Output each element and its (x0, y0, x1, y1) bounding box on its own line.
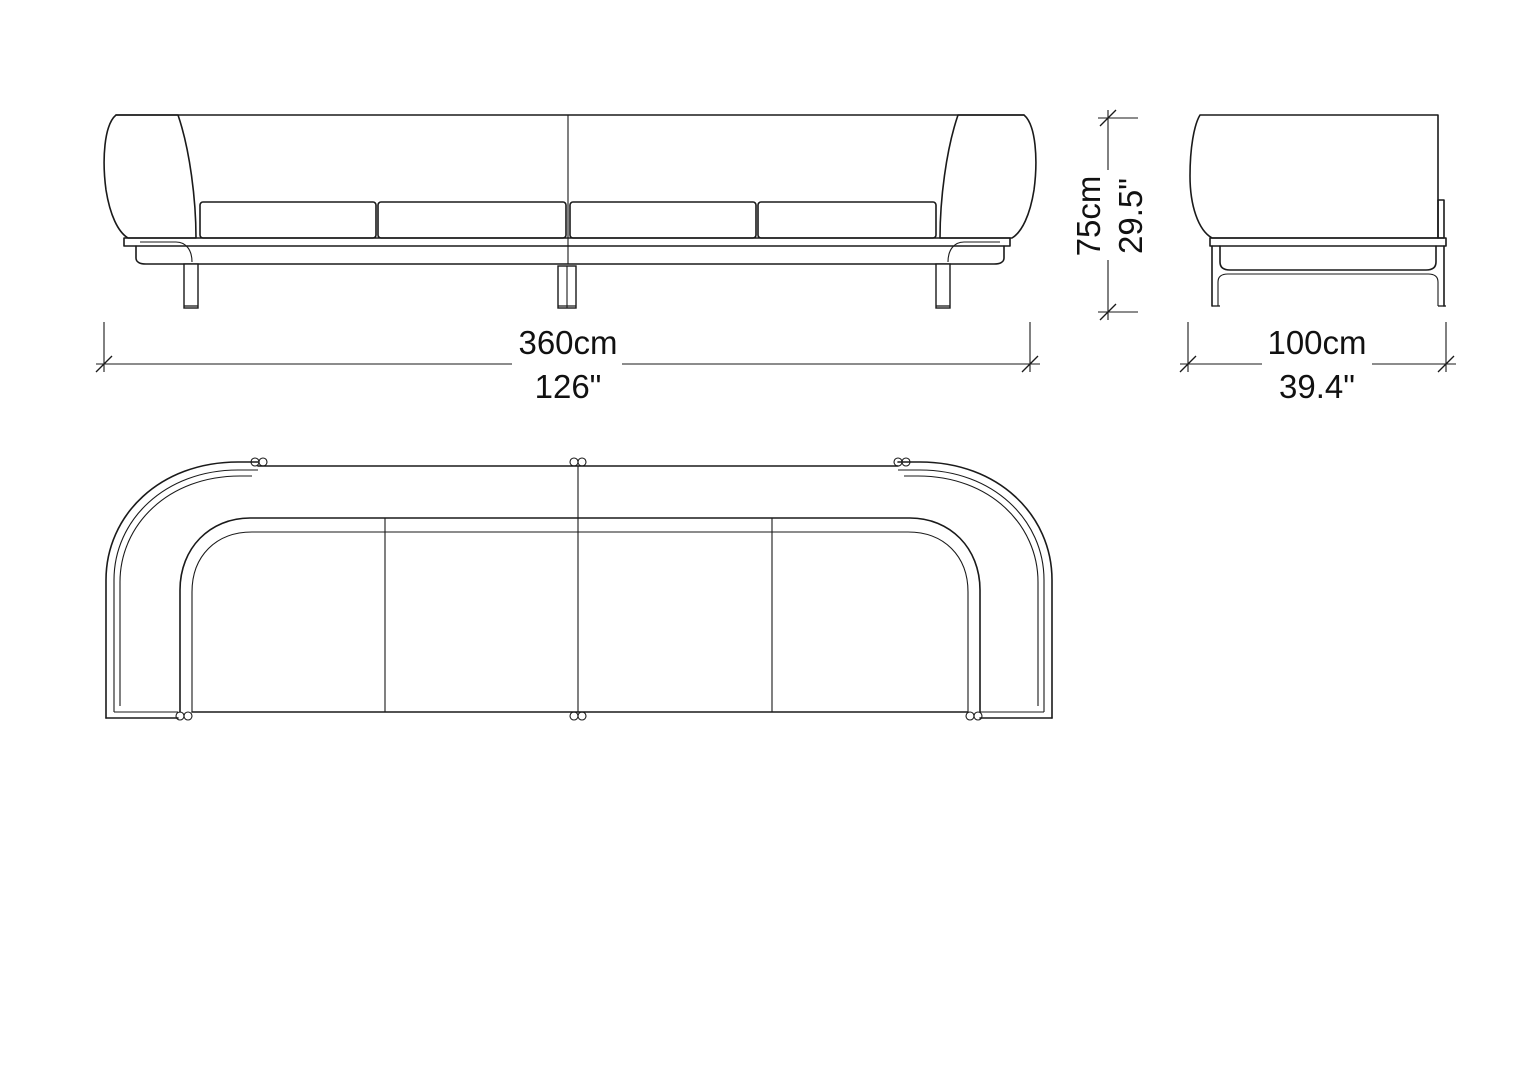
side-view (1189, 114, 1447, 307)
front-seat-cushion (377, 201, 567, 239)
depth-imperial-label: 39.4" (1279, 368, 1355, 405)
length-metric-label: 360cm (518, 324, 617, 361)
side-body (1189, 114, 1439, 239)
height-imperial-label: 29.5" (1112, 178, 1149, 254)
length-dimension: 360cm 126" (95, 322, 1040, 405)
front-base-lower (135, 245, 1005, 265)
side-back-panel (1437, 199, 1445, 239)
front-right-armrest (939, 114, 1037, 239)
height-metric-label: 75cm (1070, 176, 1107, 257)
front-base-frame (123, 237, 1011, 247)
side-frame-tube-inner (1217, 273, 1439, 306)
depth-metric-label: 100cm (1267, 324, 1366, 361)
front-leg-right (935, 263, 951, 309)
top-connector-circles (175, 457, 983, 721)
front-view (103, 114, 1037, 309)
front-seat-cushion (569, 201, 757, 239)
front-frame-tube-right (947, 241, 1000, 263)
top-inner-outline (179, 517, 981, 713)
front-seat-cushion (199, 201, 377, 239)
top-view (105, 457, 1053, 721)
front-leg-left (183, 263, 199, 309)
front-left-armrest (103, 114, 197, 239)
height-dimension: 75cm 29.5" (1070, 109, 1149, 321)
front-seat-cushion (757, 201, 937, 239)
depth-dimension: 100cm 39.4" (1179, 322, 1456, 405)
front-frame-tube-left (140, 241, 193, 263)
top-outer-outline (105, 461, 259, 719)
length-imperial-label: 126" (535, 368, 602, 405)
side-base-frame (1209, 237, 1447, 247)
side-frame-tube (1211, 245, 1445, 307)
